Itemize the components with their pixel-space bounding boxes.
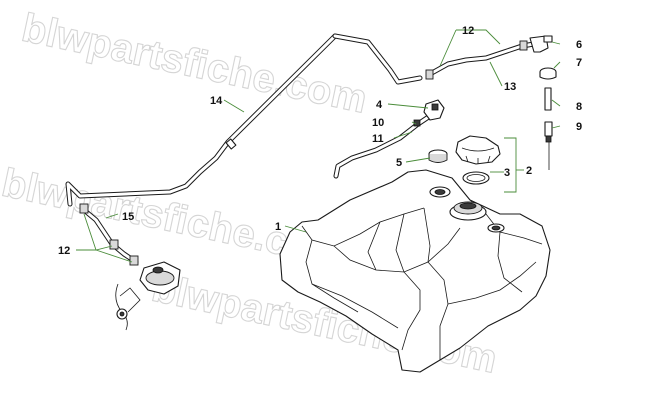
hose-clamp-upper-left	[425, 69, 434, 80]
vent-line-long	[65, 33, 423, 207]
callout-15: 15	[122, 211, 134, 223]
fuel-tank	[279, 169, 551, 373]
watermark-text-top: blwpartsfiche.com	[18, 6, 371, 122]
grommet-valve	[428, 149, 448, 163]
vent-hose-lower	[79, 203, 139, 266]
vent-hose-upper	[425, 40, 537, 80]
leader-lines	[76, 29, 561, 263]
elbow-fitting	[529, 35, 553, 53]
hose-clamp-lower-top	[79, 203, 89, 214]
callout-8: 8	[576, 101, 582, 113]
callout-5: 5	[396, 157, 402, 169]
callout-6: 6	[576, 39, 582, 51]
vent-nipple-fitting	[544, 121, 553, 170]
callout-10: 10	[372, 117, 384, 129]
callout-14: 14	[210, 95, 223, 107]
fuel-cap-gasket	[462, 171, 490, 185]
callout-13: 13	[504, 81, 516, 93]
callout-2: 2	[526, 165, 532, 177]
callout-7: 7	[576, 57, 582, 69]
fuel-pump-assembly	[115, 261, 181, 331]
callout-1: 1	[275, 221, 281, 233]
callout-12-lower: 12	[58, 245, 70, 257]
callout-3: 3	[504, 167, 510, 179]
rollover-valve	[423, 99, 445, 121]
hose-clamp-lower-mid	[109, 239, 119, 250]
fuel-cap	[455, 135, 501, 165]
callout-11: 11	[372, 133, 384, 145]
hose-clamp-lower-bottom	[129, 255, 139, 266]
vent-pipe-short	[544, 87, 552, 111]
hose-clamp-upper-right	[519, 40, 528, 51]
grommet-upper	[539, 67, 557, 80]
callout-4: 4	[376, 99, 383, 111]
callout-9: 9	[576, 121, 582, 133]
callout-labels: 1 2 3 4 5 6 7 8 9 10 11 12 12 13 14 15	[58, 25, 582, 257]
callout-12-upper: 12	[462, 25, 474, 37]
